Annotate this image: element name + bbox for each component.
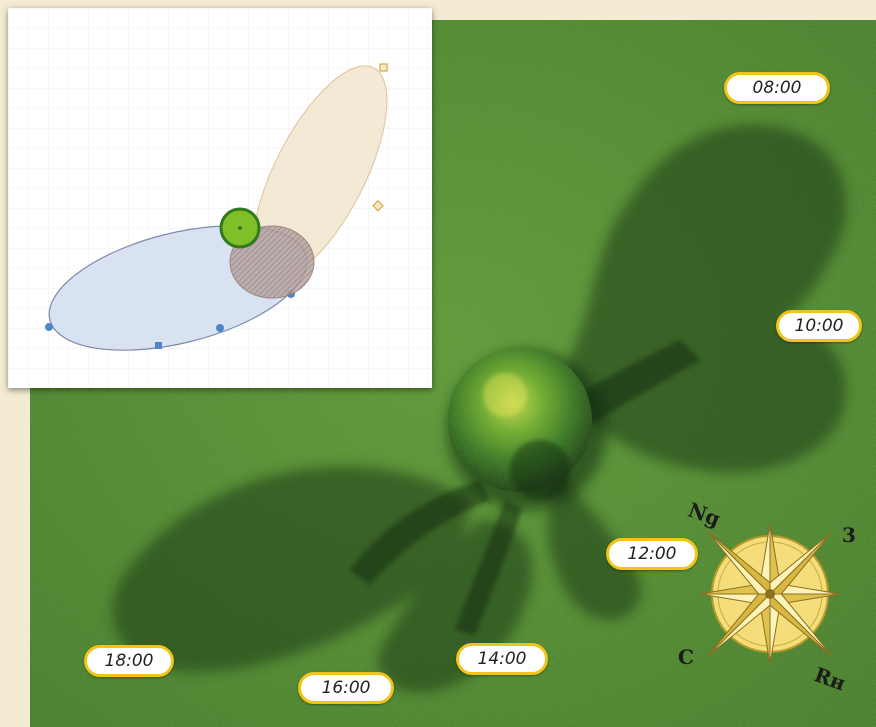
compass-west-label: C: [678, 645, 694, 669]
inset-diagram-graphic: [8, 8, 432, 388]
time-label-1200: 12:00: [606, 538, 698, 570]
time-label-1400: 14:00: [456, 643, 548, 675]
compass-rose: Ng 3 C Rн: [678, 498, 856, 696]
time-label-1800: 18:00: [84, 645, 174, 677]
tree-canopy: [447, 348, 607, 510]
time-label-1000: 10:00: [776, 310, 862, 342]
tree-shadows: [112, 124, 847, 693]
tree-marker: [219, 207, 261, 249]
inset-diagram: [8, 8, 432, 388]
compass-east-label: 3: [842, 523, 856, 547]
time-label-0800: 08:00: [724, 72, 830, 104]
time-label-1600: 16:00: [298, 672, 394, 704]
